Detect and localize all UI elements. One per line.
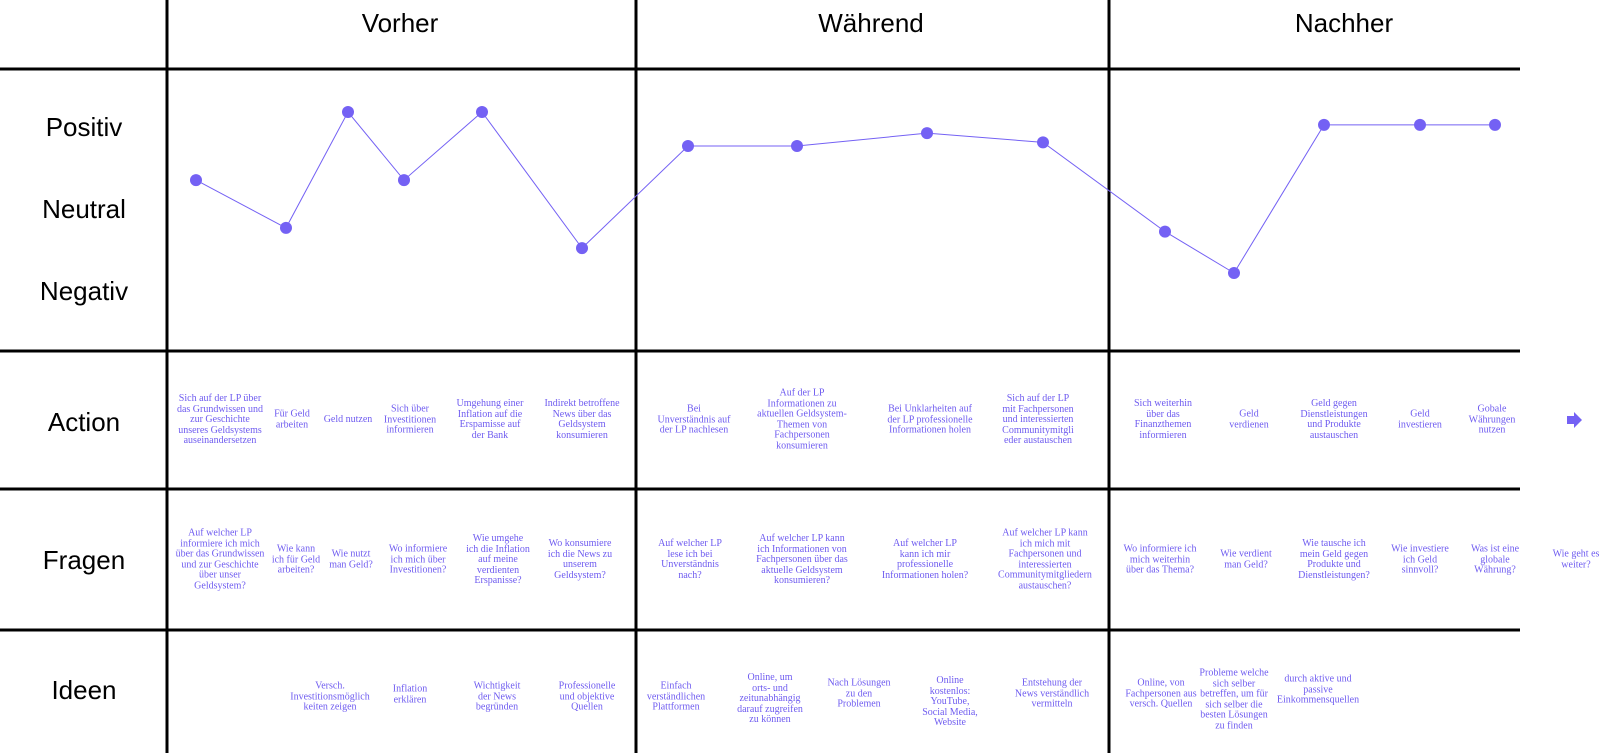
question-card: Was ist eine globale Währung? xyxy=(1470,543,1520,576)
row-label-negativ: Negativ xyxy=(39,276,129,306)
row-label-positiv: Positiv xyxy=(45,112,123,142)
mood-point xyxy=(1318,118,1330,131)
row-label-neutral: Neutral xyxy=(42,194,126,224)
action-card: Geld gegen Dienstleistungen und Produkte… xyxy=(1300,398,1368,441)
mood-point xyxy=(190,174,202,187)
mood-point xyxy=(1414,118,1426,131)
action-card: Sich auf der LP mit Fachpersonen und int… xyxy=(1002,392,1074,446)
mood-point xyxy=(682,140,694,153)
mood-point xyxy=(280,221,292,234)
question-card: Wo konsumiere ich die News zu unserem Ge… xyxy=(547,538,613,581)
mood-point xyxy=(1228,267,1240,279)
mood-point xyxy=(791,140,803,153)
mood-curve-line xyxy=(195,111,1495,274)
mood-point xyxy=(921,127,933,140)
arrow-right-icon xyxy=(1567,412,1582,428)
row-label-fragen: Fragen xyxy=(42,545,126,575)
question-card: Wie kann ich für Geld arbeiten? xyxy=(271,543,321,576)
action-card: Bei Unverständnis auf der LP nachlesen xyxy=(657,403,731,436)
question-card: Wie investiere ich Geld sinnvoll? xyxy=(1391,543,1449,576)
mood-point xyxy=(342,106,354,118)
action-card: Geld investieren xyxy=(1398,408,1442,430)
question-card: Wie geht es weiter? xyxy=(1552,548,1600,570)
mood-point xyxy=(398,174,410,187)
action-card: Geld verdienen xyxy=(1229,408,1269,430)
question-card: Auf welcher LP lese ich bei Unverständni… xyxy=(658,538,722,581)
idea-card: Einfach verständlichen Plattformen xyxy=(646,680,706,713)
question-card: Auf welcher LP kann ich mir professionel… xyxy=(881,538,969,581)
idea-card: Probleme welche sich selber betreffen, u… xyxy=(1199,667,1269,731)
idea-card: Wichtigkeit der News begründen xyxy=(473,680,521,713)
action-card: Auf der LP Informationen zu aktuellen Ge… xyxy=(757,387,847,451)
row-label-action: Action xyxy=(47,407,121,437)
mood-point xyxy=(1159,225,1171,238)
question-card: Auf welcher LP kann ich mich mit Fachper… xyxy=(998,527,1092,591)
idea-card: Professionelle und objektive Quellen xyxy=(558,680,616,713)
mood-point xyxy=(1489,118,1501,131)
mood-point xyxy=(576,242,588,255)
question-card: Wo informiere ich mich weiterhin über da… xyxy=(1123,543,1197,576)
action-card: Geld nutzen xyxy=(323,413,373,425)
action-card: Für Geld arbeiten xyxy=(274,408,310,430)
action-card: Bei Unklarheiten auf der LP professionel… xyxy=(887,403,973,436)
question-card: Auf welcher LP kann ich Informationen vo… xyxy=(756,532,848,586)
action-card: Indirekt betroffene News über das Geldsy… xyxy=(544,398,620,441)
idea-card: Entstehung der News verständlich vermitt… xyxy=(1014,677,1090,710)
idea-card: Online, um orts- und zeitunabhängig dara… xyxy=(737,671,803,725)
phase-header-nachher: Nachher xyxy=(1294,8,1394,38)
question-card: Auf welcher LP informiere ich mich über … xyxy=(175,527,265,591)
idea-card: Online kostenlos: YouTube, Social Media,… xyxy=(922,674,978,728)
question-card: Wie umgehe ich die Inflation auf meine v… xyxy=(466,532,530,586)
action-card: Sich weiterhin über das Finanzthemen inf… xyxy=(1133,398,1193,441)
phase-header-vorher: Vorher xyxy=(361,8,439,38)
idea-card: Versch. Investitionsmöglich keiten zeige… xyxy=(290,680,370,713)
question-card: Wie verdient man Geld? xyxy=(1220,548,1272,570)
idea-card: Online, von Fachpersonen aus versch. Que… xyxy=(1125,677,1197,710)
action-card: Umgehung einer Inflation auf die Erspami… xyxy=(456,398,524,441)
action-card: Sich über Investitionen informieren xyxy=(383,403,437,436)
row-label-ideen: Ideen xyxy=(51,675,117,705)
mood-point xyxy=(476,106,488,118)
question-card: Wie nutzt man Geld? xyxy=(329,548,373,570)
question-card: Wo informiere ich mich über Investitione… xyxy=(388,543,448,576)
question-card: Wie tausche ich mein Geld gegen Produkte… xyxy=(1298,538,1370,581)
phase-header-waehrend: Während xyxy=(818,8,924,38)
idea-card: Nach Lösungen zu den Problemen xyxy=(827,677,891,710)
mood-point xyxy=(1037,136,1049,149)
idea-card: Inflation erklären xyxy=(392,683,428,705)
action-card: Sich auf der LP über das Grundwissen und… xyxy=(176,392,264,446)
action-card: Gobale Währungen nutzen xyxy=(1468,403,1516,436)
idea-card: durch aktive und passive Einkommensquell… xyxy=(1276,673,1360,706)
